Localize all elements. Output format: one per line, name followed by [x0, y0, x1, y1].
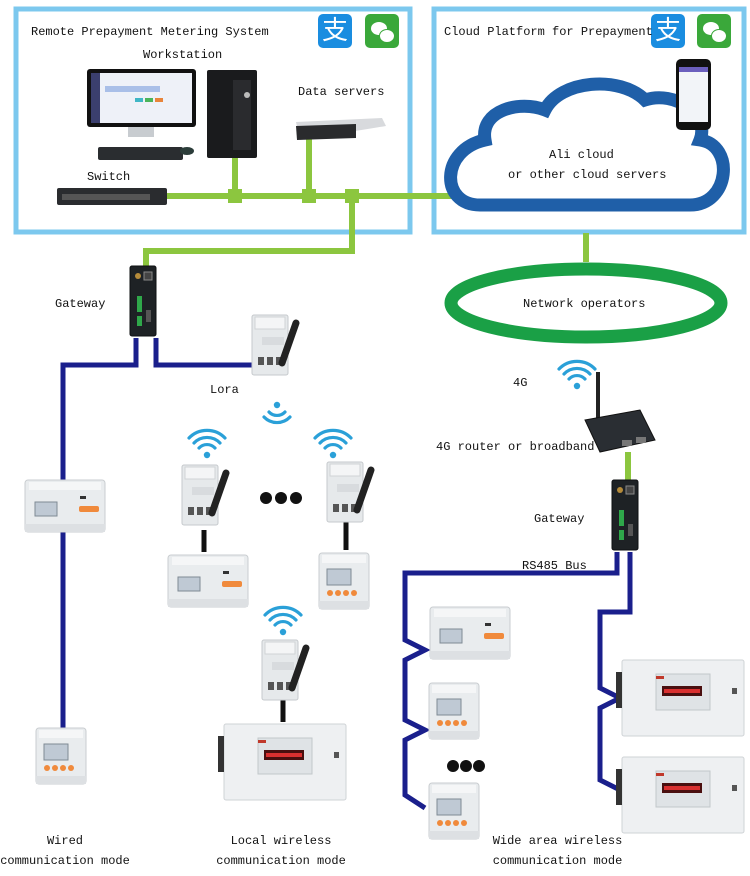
cloud-label-line2: or other cloud servers	[508, 168, 667, 182]
energy-meter	[35, 727, 87, 785]
left-panel-title: Remote Prepayment Metering System	[31, 25, 269, 39]
multi-channel-meter	[615, 756, 745, 834]
energy-meter	[167, 554, 249, 608]
alipay-icon: 支	[318, 14, 352, 48]
local-wireless-mode-label-line2: communication mode	[216, 854, 346, 868]
router-device	[584, 372, 656, 453]
energy-meter	[318, 552, 370, 610]
data-servers-label: Data servers	[298, 85, 385, 99]
right-panel-border	[431, 6, 747, 235]
gateway-device	[129, 265, 157, 337]
multi-channel-meter	[217, 723, 347, 801]
gateway-label: Gateway	[534, 512, 585, 526]
alipay-icon: 支	[651, 14, 685, 48]
wechat-icon	[365, 14, 399, 48]
gateway-label: Gateway	[55, 297, 106, 311]
wifi-icon	[313, 428, 353, 460]
junction-servers	[302, 189, 316, 203]
ellipsis-icon	[447, 760, 485, 772]
workstation-label: Workstation	[143, 48, 223, 62]
wired-mode-label-line2: communication mode	[0, 854, 130, 868]
router-label: 4G router or broadband	[436, 440, 595, 454]
bus-lines	[60, 338, 633, 811]
lora-label: Lora	[210, 383, 239, 397]
smartphone-icon	[676, 59, 711, 130]
right-panel-title: Cloud Platform for Prepayment	[444, 25, 653, 39]
wifi-icon	[557, 359, 597, 391]
4g-label: 4G	[513, 376, 528, 390]
switch-label: Switch	[87, 170, 131, 184]
wifi-icon	[262, 400, 292, 425]
data-server	[296, 118, 386, 140]
wired-mode-label-line1: Wired	[46, 834, 83, 848]
ellipsis-icon	[260, 492, 302, 504]
wide-area-mode-label-line1: Wide area wireless	[492, 834, 623, 848]
operator-ring	[444, 262, 728, 344]
cloud-shape	[444, 77, 730, 212]
junction-gateway	[345, 189, 359, 203]
wifi-icon	[187, 428, 227, 460]
multi-channel-meter	[615, 659, 745, 737]
lora-module	[182, 465, 226, 525]
lora-module	[262, 640, 306, 700]
energy-meter	[24, 479, 106, 533]
wide-area-mode-label-line2: communication mode	[492, 854, 623, 868]
wifi-icon	[263, 605, 303, 637]
left-panel-border	[13, 6, 413, 235]
workstation-computer	[87, 69, 257, 160]
lora-module	[327, 462, 371, 522]
cloud-label-line1: Ali cloud	[549, 148, 614, 162]
rs485-bus-label: RS485 Bus	[522, 559, 587, 573]
energy-meter	[429, 606, 511, 660]
wechat-icon	[697, 14, 731, 48]
local-wireless-mode-label-line1: Local wireless	[230, 834, 332, 848]
network-operators-label: Network operators	[523, 297, 646, 311]
junction-workstation	[228, 189, 242, 203]
energy-meter	[428, 782, 480, 840]
gateway-device	[611, 479, 639, 551]
lora-module	[252, 315, 296, 375]
energy-meter	[428, 682, 480, 740]
network-switch	[57, 188, 167, 205]
module-cables	[201, 520, 349, 722]
